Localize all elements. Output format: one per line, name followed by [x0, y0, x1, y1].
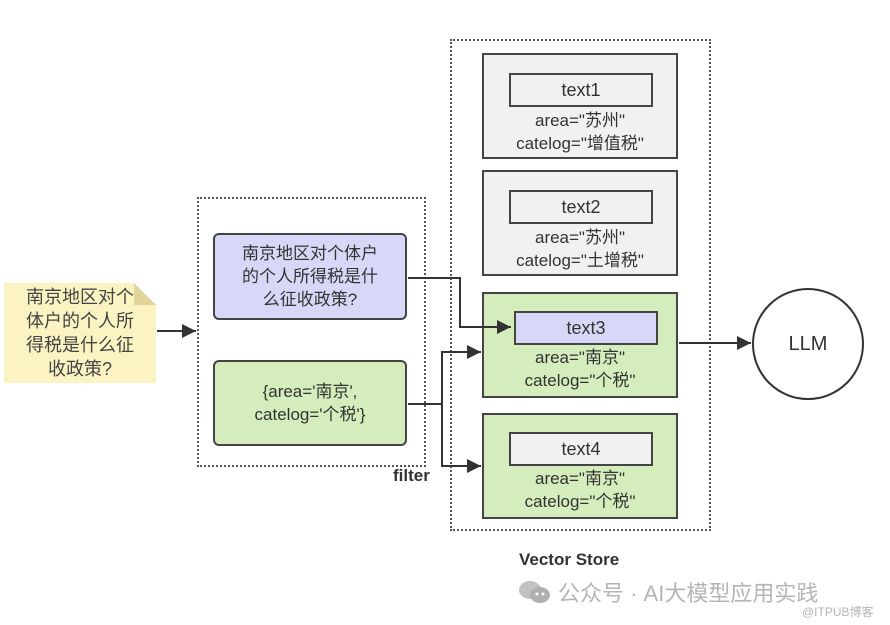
- metadata-catelog: catelog="土增税": [516, 251, 644, 270]
- filter-line: catelog='个税'}: [254, 405, 366, 424]
- arrow-filter-to-doc3: [408, 345, 481, 405]
- metadata-area: area="南京": [534, 469, 626, 488]
- document-card-matched: text3 area="南京" catelog="个税": [482, 292, 678, 398]
- wechat-icon: [519, 581, 550, 603]
- metadata-area: area="南京": [534, 348, 626, 367]
- query-note-line: 收政策?: [47, 359, 112, 379]
- chunk-box-matched: text3: [514, 311, 658, 345]
- watermark-text: 公众号 · AI大模型应用实践: [558, 581, 819, 606]
- metadata-catelog: catelog="个税": [524, 371, 636, 390]
- chunk-label: text2: [561, 196, 601, 217]
- query-text-line: 的个人所得税是什: [242, 267, 378, 286]
- chunk-label: text3: [566, 317, 606, 338]
- metadata-filter-node: {area='南京', catelog='个税'}: [213, 360, 407, 446]
- filter-line: {area='南京',: [262, 382, 358, 401]
- vector-store-label: Vector Store: [519, 550, 620, 569]
- copyright: @ITPUB博客: [802, 605, 874, 619]
- metadata-area: area="苏州": [534, 228, 626, 247]
- query-text-line: 么征收政策?: [262, 290, 358, 309]
- metadata-area: area="苏州": [534, 111, 626, 130]
- query-note-line: 得税是什么征: [26, 335, 134, 355]
- chunk-box: text4: [509, 432, 653, 466]
- filter-label: filter: [393, 466, 430, 485]
- document-card-matched: text4 area="南京" catelog="个税": [482, 413, 678, 519]
- arrow-query-to-text3: [408, 277, 511, 334]
- metadata-catelog: catelog="个税": [524, 492, 636, 511]
- query-note-line: 南京地区对个: [26, 287, 134, 307]
- query-note-line: 体户的个人所: [26, 311, 134, 331]
- watermark: 公众号 · AI大模型应用实践: [518, 576, 818, 608]
- metadata-catelog: catelog="增值税": [516, 134, 644, 153]
- document-metadata: area="南京" catelog="个税": [484, 346, 676, 392]
- note-fold-corner: [134, 283, 156, 305]
- document-metadata: area="苏州" catelog="增值税": [484, 109, 676, 155]
- document-metadata: area="苏州" catelog="土增税": [484, 226, 676, 272]
- query-text-line: 南京地区对个体户: [242, 244, 378, 263]
- query-text-node: 南京地区对个体户 的个人所得税是什 么征收政策?: [213, 233, 407, 320]
- filter-stage-container: [197, 197, 426, 467]
- chunk-box: text2: [509, 190, 653, 224]
- document-card: text2 area="苏州" catelog="土增税": [482, 170, 678, 276]
- llm-node: LLM: [752, 288, 864, 400]
- chunk-label: text4: [561, 438, 601, 459]
- vector-store-container: [450, 39, 711, 531]
- chunk-box: text1: [509, 73, 653, 107]
- llm-label: LLM: [788, 332, 828, 355]
- document-card: text1 area="苏州" catelog="增值税": [482, 53, 678, 159]
- document-metadata: area="南京" catelog="个税": [484, 467, 676, 513]
- arrow-filter-to-doc4: [441, 404, 481, 473]
- query-note: 南京地区对个 体户的个人所 得税是什么征 收政策?: [4, 283, 156, 383]
- chunk-label: text1: [561, 79, 601, 100]
